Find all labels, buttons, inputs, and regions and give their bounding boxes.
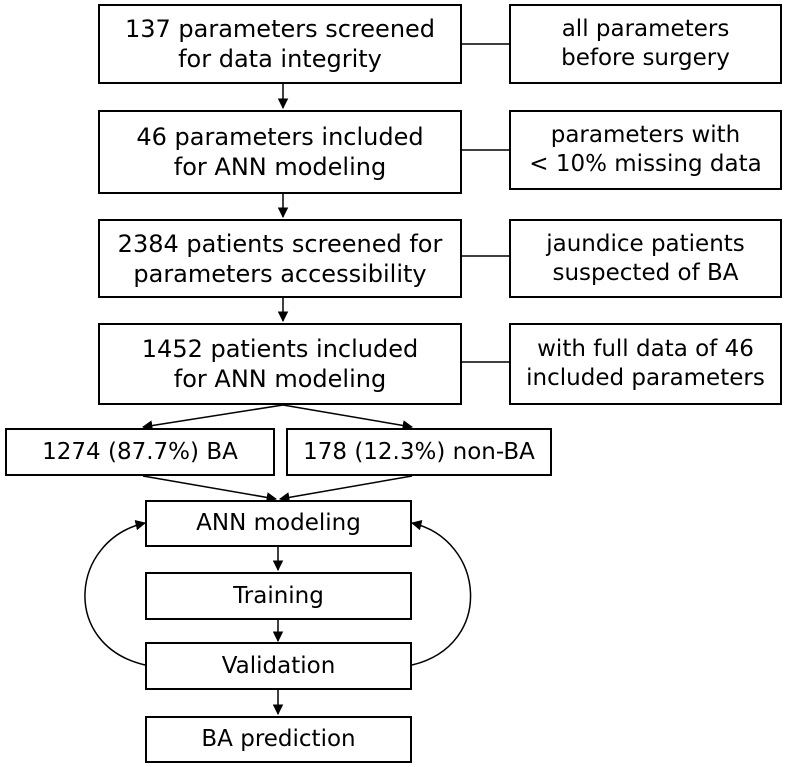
note-full-data: with full data of 46 included parameters: [509, 323, 782, 405]
group-non-ba: 178 (12.3%) non-BA: [286, 428, 552, 476]
note-jaundice-patients: jaundice patients suspected of BA: [509, 219, 782, 298]
step-include-parameters: 46 parameters included for ANN modeling: [98, 110, 462, 194]
step-1-line-1: 137 parameters screened: [124, 15, 436, 43]
step-3-line-2: parameters accessibility: [133, 259, 427, 288]
step-2-line-2: for ANN modeling: [173, 153, 387, 181]
group-non-ba-label: 178 (12.3%) non-BA: [303, 438, 535, 465]
group-ba-label: 1274 (87.7%) BA: [42, 438, 238, 465]
note-3-line-2: suspected of BA: [552, 259, 739, 286]
ba-prediction-label: BA prediction: [201, 726, 356, 753]
note-2-line-2: < 10% missing data: [529, 151, 762, 177]
note-4-line-1: with full data of 46: [537, 336, 754, 363]
step-screen-patients: 2384 patients screened for parameters ac…: [98, 219, 462, 298]
training-label: Training: [233, 582, 324, 609]
validation-label: Validation: [221, 652, 336, 679]
step-4-line-1: 1452 patients included: [141, 335, 419, 363]
note-missing-data: parameters with < 10% missing data: [509, 110, 782, 190]
step-include-patients: 1452 patients included for ANN modeling: [98, 323, 462, 405]
step-4-line-2: for ANN modeling: [173, 365, 387, 393]
loop-left: [84, 519, 147, 666]
loop-right: [410, 520, 472, 666]
arrow-non-ba-merge: [278, 475, 413, 503]
validation-box: Validation: [145, 642, 412, 690]
group-ba: 1274 (87.7%) BA: [5, 428, 275, 476]
training-box: Training: [145, 572, 412, 620]
note-3-line-1: jaundice patients: [546, 230, 745, 257]
note-all-parameters: all parameters before surgery: [509, 4, 782, 84]
note-1-line-2: before surgery: [561, 45, 730, 71]
ba-prediction-box: BA prediction: [145, 716, 412, 763]
arrow-ba-merge: [142, 475, 278, 503]
note-1-line-1: all parameters: [561, 16, 730, 43]
ann-modeling-label: ANN modeling: [196, 510, 361, 537]
ann-modeling-box: ANN modeling: [145, 500, 412, 547]
step-1-line-2: for data integrity: [178, 45, 382, 73]
step-screen-parameters: 137 parameters screened for data integri…: [98, 4, 462, 84]
arrow-split-ba: [141, 404, 284, 431]
note-4-line-2: included parameters: [526, 365, 765, 391]
step-3-line-1: 2384 patients screened for: [117, 229, 443, 258]
arrow-split-non-ba: [282, 404, 414, 431]
step-2-line-1: 46 parameters included: [136, 123, 424, 151]
note-2-line-1: parameters with: [550, 122, 741, 149]
